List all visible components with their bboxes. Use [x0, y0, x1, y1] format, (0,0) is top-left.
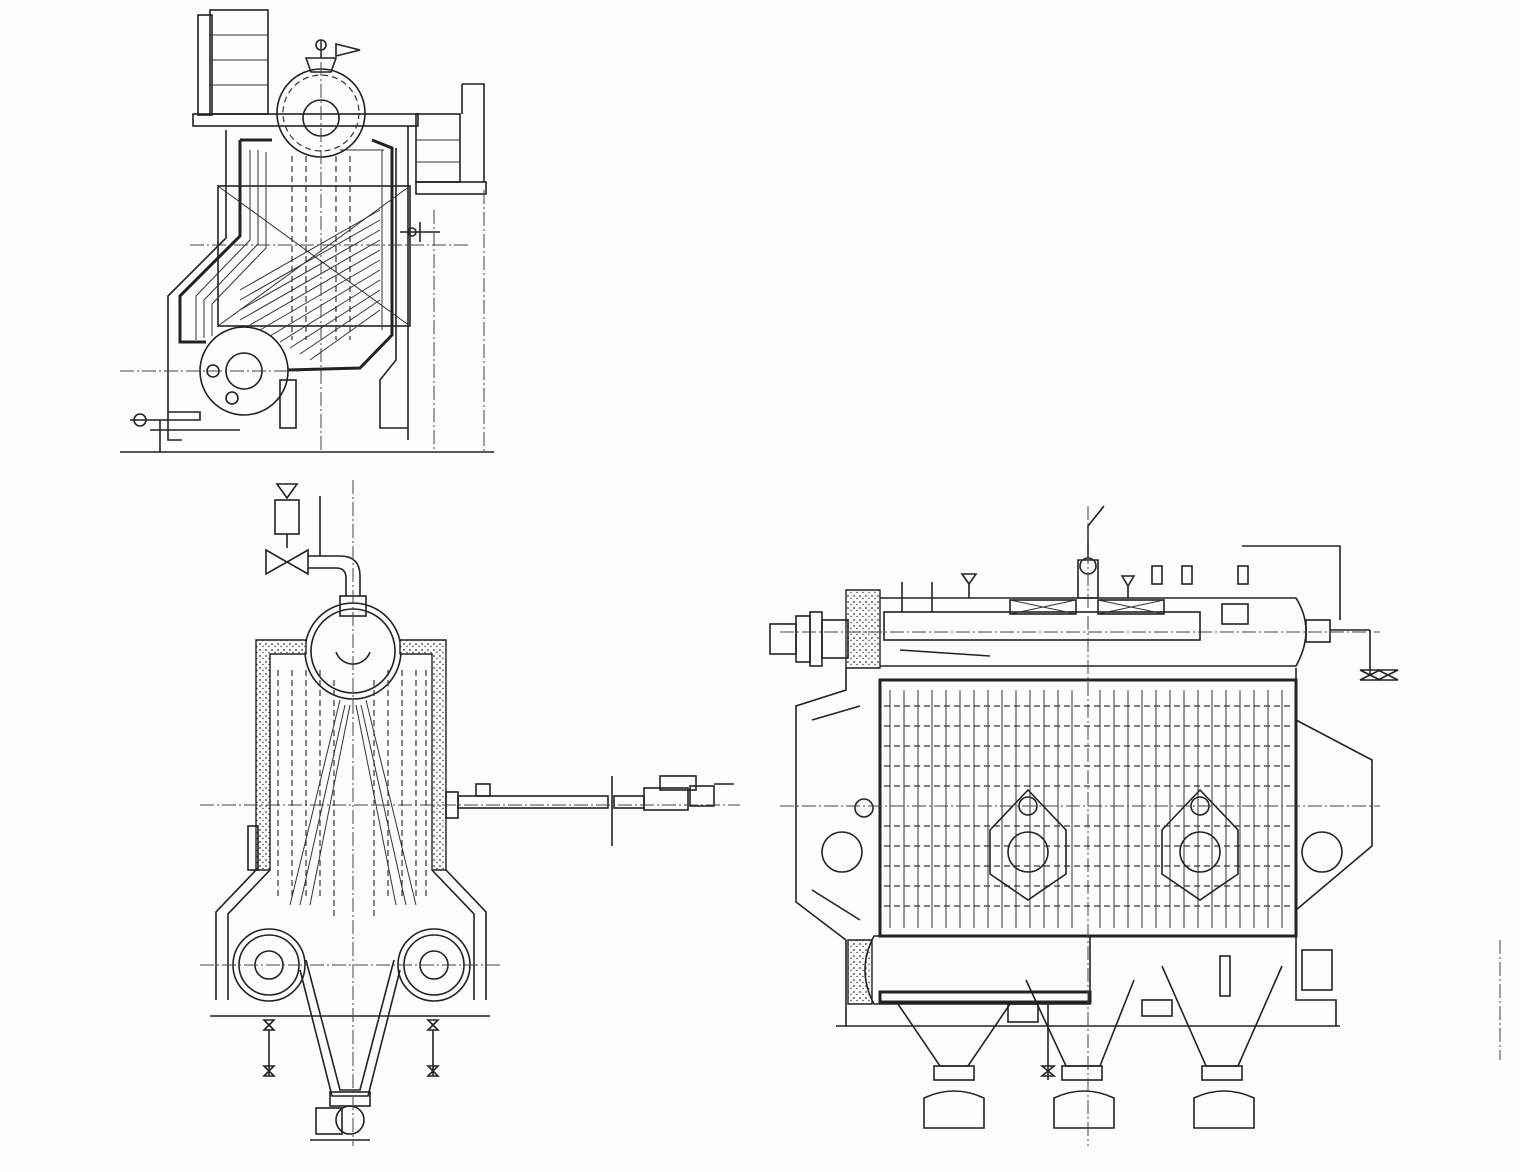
furnace-casing [167, 126, 411, 441]
front-door [769, 611, 849, 667]
lower-drum [847, 935, 1333, 1005]
convection-tube-bank [195, 149, 384, 361]
ash-hopper [299, 959, 401, 1141]
longitudinal-section-view [769, 505, 1501, 1146]
ash-hoppers [897, 965, 1283, 1129]
burner-assembly [445, 775, 734, 846]
top-platform [192, 113, 419, 127]
upper-drum [845, 545, 1399, 681]
side-elevation-view [120, 9, 494, 453]
fire-doors [821, 788, 1343, 901]
top-fittings [901, 505, 1249, 612]
mud-drum [199, 326, 297, 429]
stack [197, 9, 269, 116]
furnace-walls [215, 639, 487, 1000]
feedwater-valve [265, 483, 361, 596]
side-valves [400, 222, 440, 242]
drain-valve-lower [1039, 1004, 1057, 1080]
water-wall-tubes [277, 670, 427, 920]
front-section-view [200, 480, 740, 1146]
economizer-box [415, 83, 487, 195]
boiler-casing [795, 668, 1373, 1026]
drain-valves [262, 1019, 440, 1077]
feed-piping [130, 411, 240, 452]
